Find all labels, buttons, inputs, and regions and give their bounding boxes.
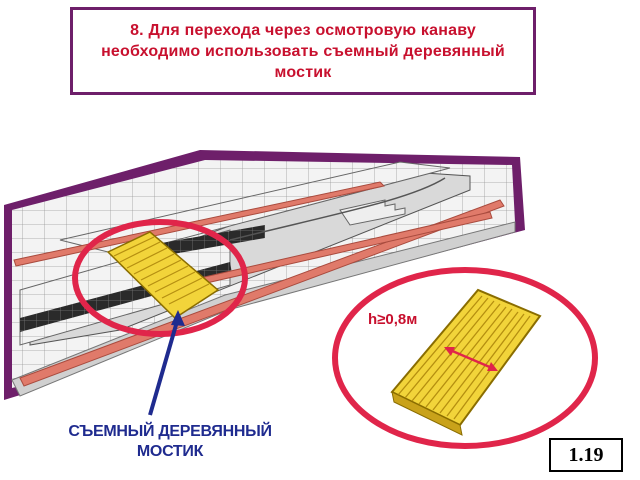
pit-dark-band-far [150, 225, 265, 258]
title-text: 8. Для перехода через осмотровую канаву … [101, 21, 505, 81]
pointer-arrow [148, 317, 180, 416]
title-box: 8. Для перехода через осмотровую канаву … [70, 7, 536, 95]
height-label: h≥0,8м [368, 311, 418, 328]
guide-curve [229, 177, 446, 241]
rail-far [13, 181, 386, 267]
width-dimension-arrow [444, 347, 498, 371]
near-floor-strip [11, 221, 516, 397]
rail-near [19, 199, 505, 387]
wooden-bridge [106, 231, 220, 319]
bridge-caption: СЪЕМНЫЙ ДЕРЕВЯННЫЙ МОСТИК [68, 423, 272, 460]
figure-number: 1.19 [549, 438, 623, 472]
bridge-highlight-circle [72, 219, 248, 337]
